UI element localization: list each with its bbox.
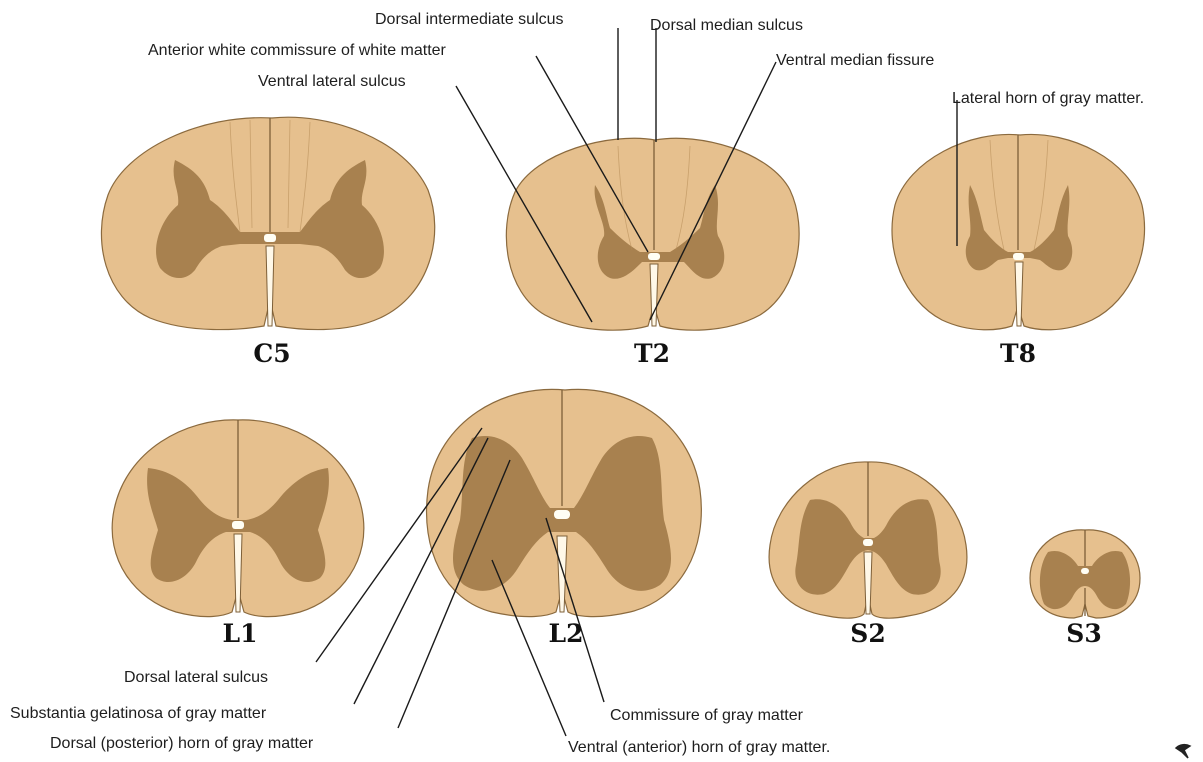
segment-label-t2: T2	[634, 339, 670, 368]
label-anterior-white-commissure: Anterior white commissure of white matte…	[148, 42, 447, 59]
label-dorsal-lateral-sulcus: Dorsal lateral sulcus	[124, 669, 268, 686]
label-substantia-gelatinosa: Substantia gelatinosa of gray matter	[10, 705, 267, 722]
segment-label-c5: C5	[253, 339, 290, 368]
segment-label-t8: T8	[1000, 339, 1036, 368]
central-canal	[554, 510, 570, 519]
segment-label-l2: L2	[549, 619, 584, 648]
ventral-median-fissure	[266, 246, 274, 326]
central-canal	[1013, 253, 1024, 260]
label-lateral-horn: Lateral horn of gray matter.	[952, 90, 1144, 107]
central-canal	[232, 521, 244, 529]
label-commissure-gray: Commissure of gray matter	[610, 707, 804, 724]
label-dorsal-horn: Dorsal (posterior) horn of gray matter	[50, 735, 314, 752]
cord-section-l1	[112, 420, 364, 617]
cord-section-s2	[769, 462, 967, 618]
segment-label-s2: S2	[850, 619, 885, 648]
central-canal	[1081, 568, 1089, 574]
signature-mark-icon	[1176, 745, 1190, 758]
segment-label-s3: S3	[1066, 619, 1101, 648]
label-ventral-horn: Ventral (anterior) horn of gray matter.	[568, 739, 830, 756]
label-dorsal-intermediate-sulcus: Dorsal intermediate sulcus	[375, 11, 564, 28]
cord-section-c5	[101, 117, 434, 329]
ventral-median-fissure	[864, 552, 872, 614]
label-dorsal-median-sulcus: Dorsal median sulcus	[650, 17, 803, 34]
central-canal	[863, 539, 873, 546]
segment-label-l1: L1	[223, 619, 258, 648]
ventral-median-fissure	[234, 534, 242, 612]
cord-section-t2	[506, 138, 799, 330]
ventral-median-fissure	[1015, 262, 1023, 326]
central-canal	[264, 234, 276, 242]
cord-section-t8	[892, 134, 1145, 329]
cord-section-l2	[427, 389, 702, 616]
label-ventral-lateral-sulcus: Ventral lateral sulcus	[258, 73, 406, 90]
cord-section-s3	[1030, 530, 1140, 618]
central-canal	[648, 253, 660, 260]
label-ventral-median-fissure: Ventral median fissure	[776, 52, 934, 69]
